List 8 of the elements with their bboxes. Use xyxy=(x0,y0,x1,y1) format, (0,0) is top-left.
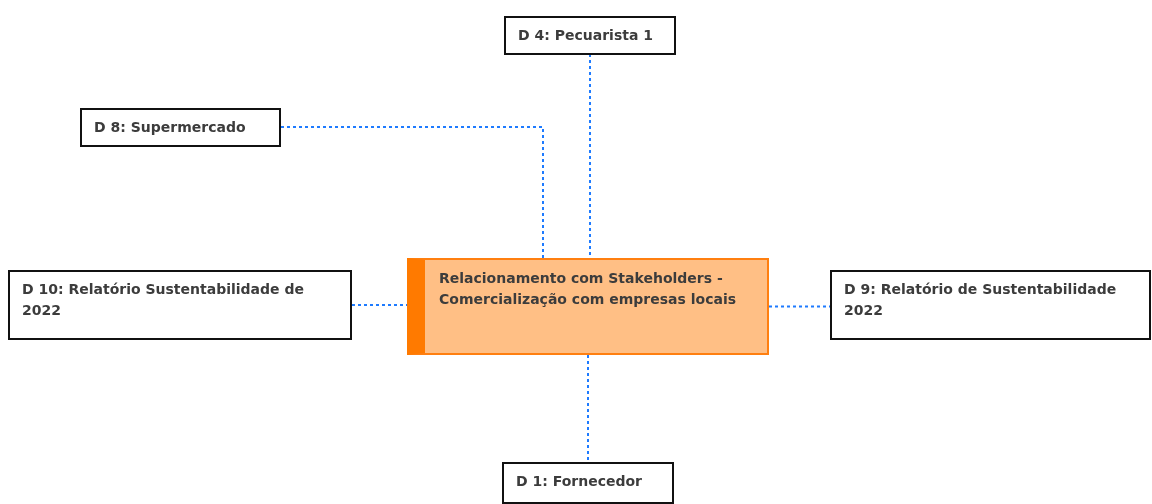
connector-line xyxy=(280,126,544,259)
connector-line xyxy=(587,354,589,463)
source-box: D 10: Relatório Sustentabilidade de 2022 xyxy=(8,270,352,340)
source-box: D 4: Pecuarista 1 xyxy=(504,16,676,55)
source-box: D 1: Fornecedor xyxy=(502,462,674,504)
source-box: D 9: Relatório de Sustentabilidade 2022 xyxy=(830,270,1151,340)
topic-box: Relacionamento com Stakeholders - Comercialização com empresas locais xyxy=(407,258,769,355)
source-box: D 8: Supermercado xyxy=(80,108,281,147)
